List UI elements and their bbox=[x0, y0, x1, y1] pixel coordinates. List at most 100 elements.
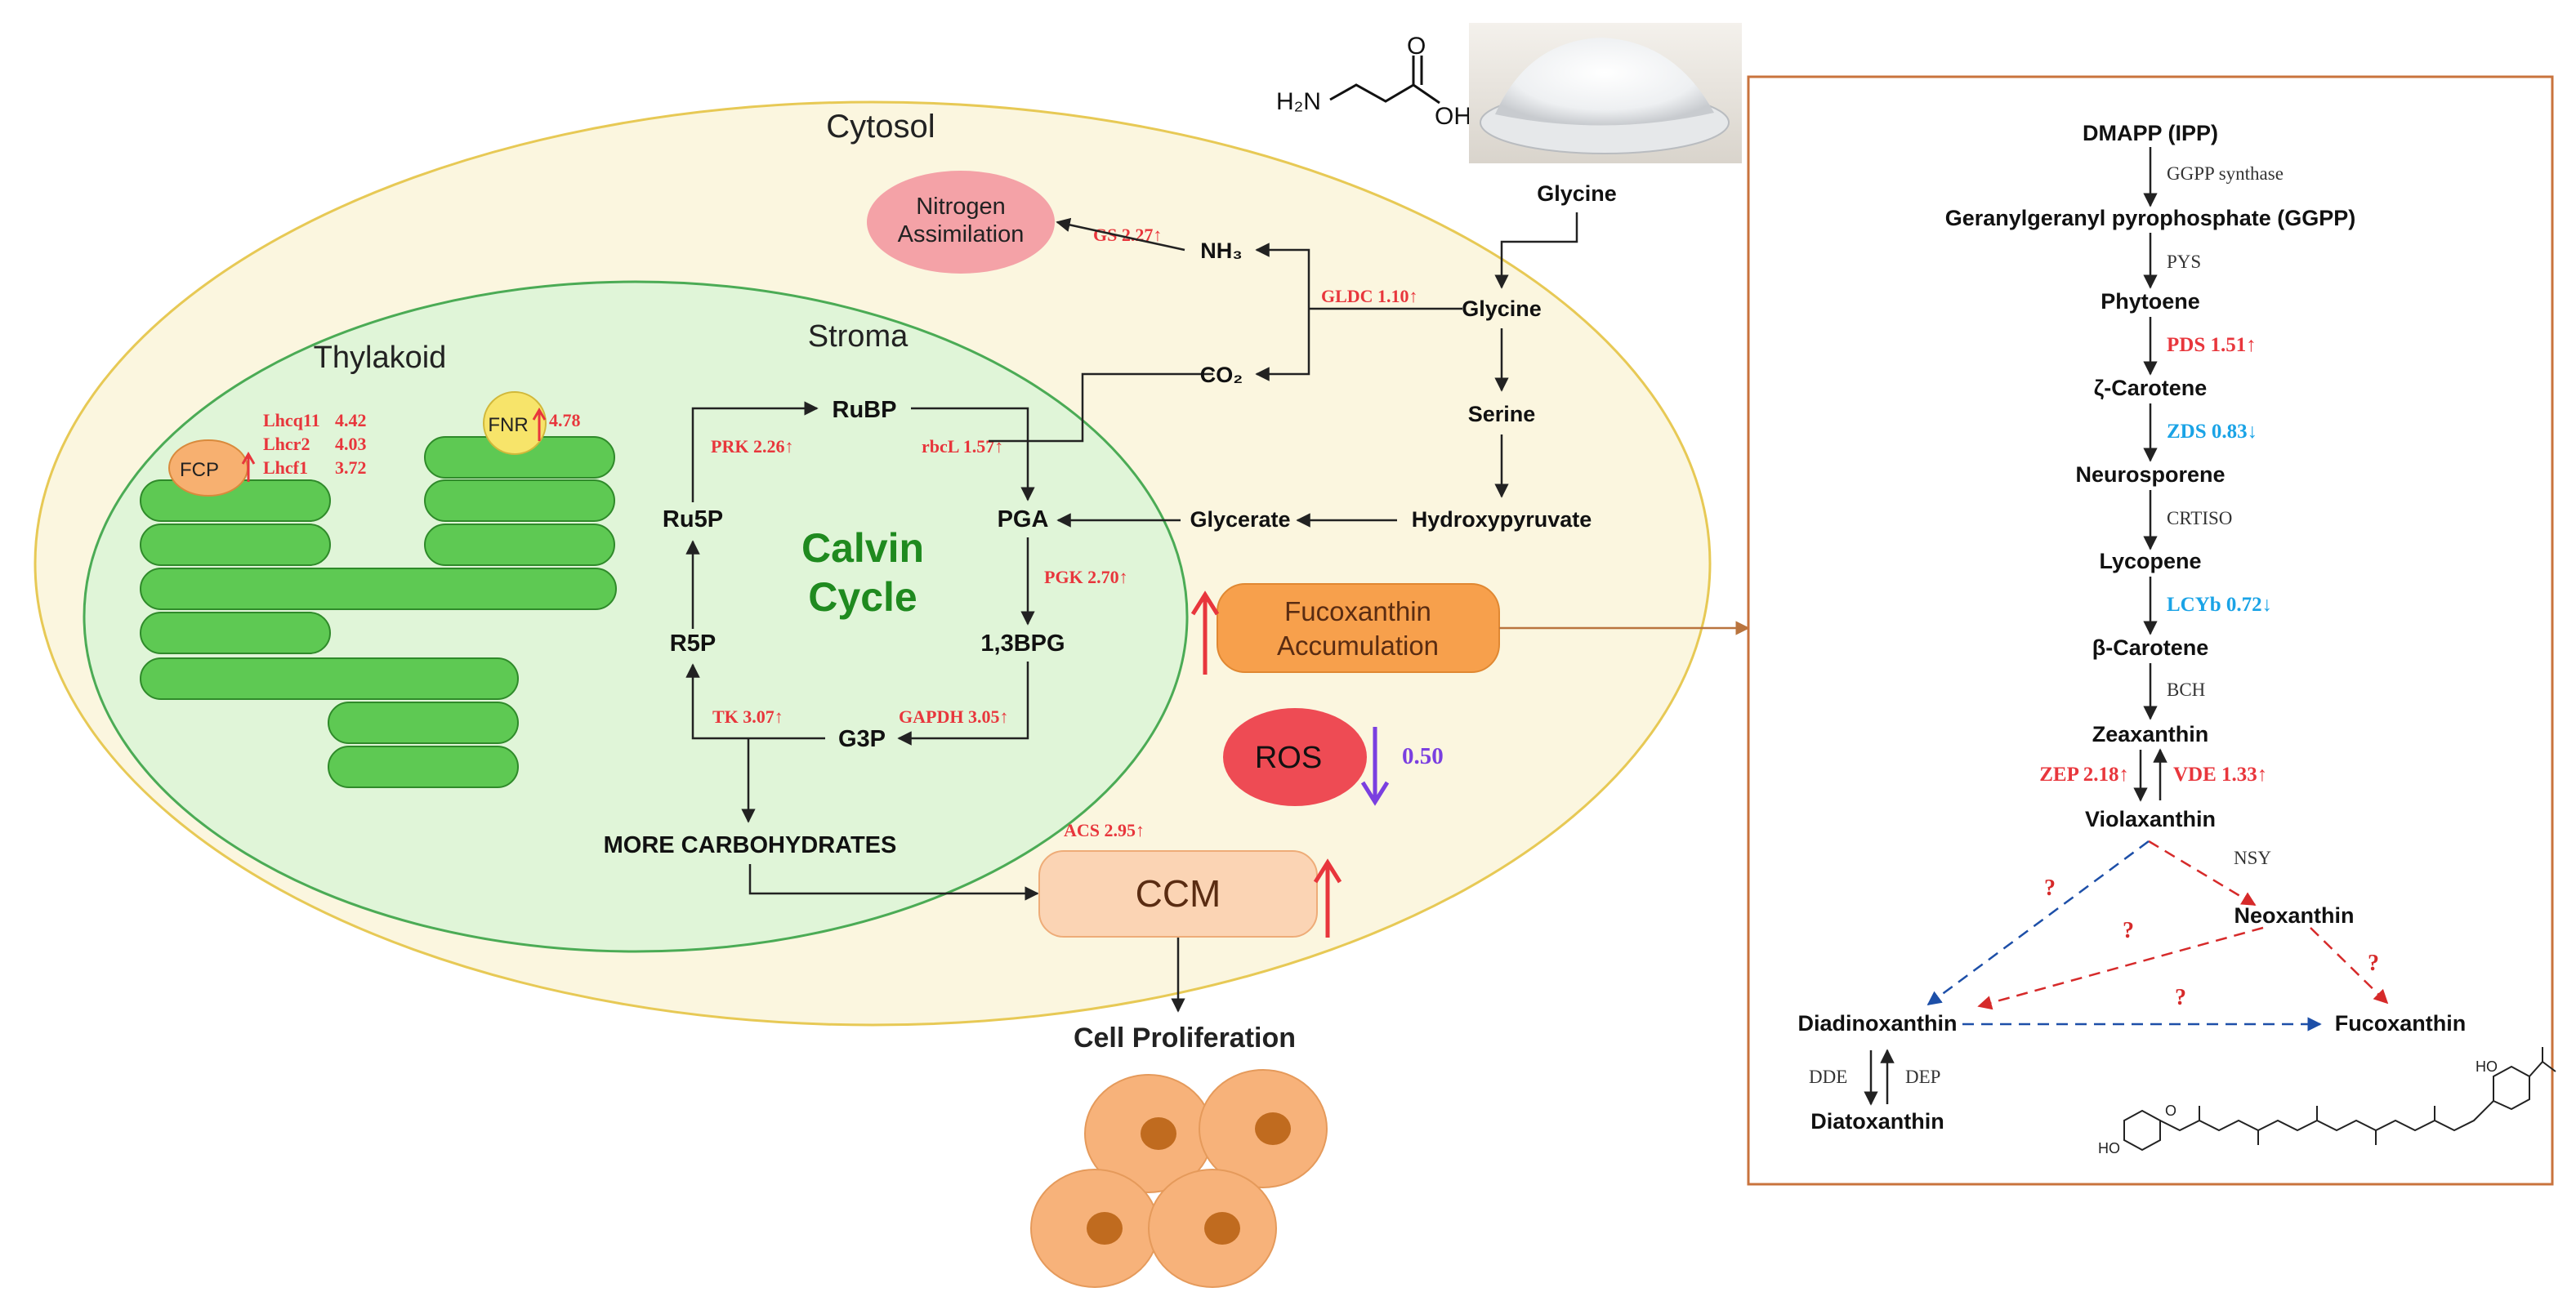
glycine-o: O bbox=[1407, 33, 1426, 60]
dmapp-label: DMAPP (IPP) bbox=[2083, 121, 2218, 145]
pgk-enzyme: PGK 2.70↑ bbox=[1044, 567, 1128, 587]
calvin-label-line1: Calvin bbox=[801, 525, 924, 571]
fnr-protein bbox=[483, 391, 547, 455]
rubp-label: RuBP bbox=[833, 397, 897, 423]
thylakoid-disc bbox=[328, 746, 519, 788]
thylakoid-stacks bbox=[140, 436, 617, 788]
glycerate-label: Glycerate bbox=[1190, 507, 1290, 532]
nsy-label: NSY bbox=[2234, 848, 2271, 868]
arrow-carbs-ccm bbox=[748, 864, 1039, 901]
lhcr2-value: 4.03 bbox=[335, 434, 367, 454]
nitrogen-line1: Nitrogen bbox=[916, 194, 1006, 220]
cell-proliferation-label: Cell Proliferation bbox=[1074, 1023, 1296, 1054]
vde-enzyme: VDE 1.33↑ bbox=[2173, 764, 2267, 786]
arrow-ru5p-rubp bbox=[691, 401, 819, 502]
fcp-up-arrow bbox=[241, 452, 256, 482]
thylakoid-disc bbox=[424, 479, 615, 522]
fnr-up-arrow bbox=[532, 408, 547, 441]
dividing-cells bbox=[1030, 1069, 1328, 1288]
glycine-arrows bbox=[1056, 212, 1578, 528]
thylakoid-disc bbox=[140, 657, 519, 700]
arrow-to-co2 bbox=[1255, 309, 1310, 381]
thylakoid-disc bbox=[140, 568, 617, 610]
arrow-nh3-nitrogen bbox=[1056, 217, 1185, 252]
rbcl-enzyme: rbcL 1.57↑ bbox=[922, 436, 1003, 457]
arrow-bpg-g3p bbox=[897, 662, 1029, 746]
dde-label: DDE bbox=[1809, 1067, 1847, 1087]
zds-enzyme: ZDS 0.83↓ bbox=[2167, 421, 2257, 443]
cell-nucleus bbox=[1204, 1212, 1240, 1245]
fnr-label: FNR bbox=[488, 414, 528, 436]
fuco-up-arrow bbox=[1190, 590, 1220, 675]
salt-pile bbox=[1495, 38, 1714, 126]
thylakoid-disc bbox=[140, 524, 331, 566]
unknown-step-mark: ? bbox=[2368, 951, 2379, 976]
violaxanthin-label: Violaxanthin bbox=[2085, 807, 2216, 831]
glycine-bonds bbox=[1329, 56, 1440, 105]
ccm-up-arrow bbox=[1313, 858, 1342, 938]
arrow-g3p-r5p bbox=[685, 663, 825, 740]
glycine-h2n: H₂N bbox=[1276, 88, 1321, 115]
gldc-enzyme: GLDC 1.10↑ bbox=[1321, 286, 1418, 306]
cytosol-label: Cytosol bbox=[826, 109, 935, 145]
structure-o: O bbox=[2165, 1103, 2176, 1119]
ros-label: ROS bbox=[1255, 741, 1322, 775]
acs-enzyme: ACS 2.95↑ bbox=[1064, 820, 1145, 840]
fucoxanthin-label: Fucoxanthin bbox=[2335, 1011, 2467, 1036]
arrow-rubp-pga bbox=[911, 407, 1035, 501]
bch-label: BCH bbox=[2167, 680, 2205, 700]
lhcq11-label: Lhcq11 bbox=[263, 410, 320, 430]
zep-enzyme: ZEP 2.18↑ bbox=[2039, 764, 2129, 786]
arrow-glycine-in bbox=[1494, 212, 1578, 289]
lhcq11-value: 4.42 bbox=[335, 410, 367, 430]
acetate-group bbox=[2529, 1047, 2556, 1077]
pathway-main-arrows bbox=[1864, 147, 2168, 1106]
ccm-box bbox=[1038, 850, 1318, 938]
ggpp-synthase-label: GGPP synthase bbox=[2167, 163, 2284, 184]
nitrogen-line2: Assimilation bbox=[898, 221, 1025, 247]
fucoxanthin-structure bbox=[2123, 1047, 2556, 1152]
calvin-arrows bbox=[685, 372, 1213, 901]
lhcr2-label: Lhcr2 bbox=[263, 434, 310, 454]
ros-node bbox=[1223, 708, 1367, 806]
bpg-label: 1,3BPG bbox=[980, 630, 1065, 657]
methyl-groups bbox=[2199, 1106, 2435, 1145]
stroma-label: Stroma bbox=[808, 319, 909, 354]
ros-down-arrow bbox=[1360, 727, 1390, 806]
arrow-co2-rubisco bbox=[989, 372, 1213, 443]
nitrogen-assimilation-node bbox=[867, 171, 1055, 274]
cell-nucleus bbox=[1087, 1212, 1123, 1245]
ru5p-label: Ru5P bbox=[663, 506, 723, 532]
fuco-line2: Accumulation bbox=[1277, 630, 1439, 661]
phytoene-label: Phytoene bbox=[2101, 289, 2200, 314]
thylakoid-label: Thylakoid bbox=[314, 341, 447, 375]
pys-label: PYS bbox=[2167, 252, 2201, 272]
fuco-line1: Fucoxanthin bbox=[1284, 596, 1431, 626]
left-ring bbox=[2123, 1109, 2161, 1152]
thylakoid-disc bbox=[424, 524, 615, 566]
pga-label: PGA bbox=[998, 506, 1049, 532]
arrow-viola-neoxanthin bbox=[2148, 840, 2257, 907]
g3p-label: G3P bbox=[838, 726, 886, 752]
lhcf1-label: Lhcf1 bbox=[263, 457, 308, 478]
zeta-carotene-label: ζ-Carotene bbox=[2094, 376, 2207, 400]
r5p-label: R5P bbox=[670, 630, 716, 657]
ggpp-label: Geranylgeranyl pyrophosphate (GGPP) bbox=[1945, 206, 2356, 230]
co2-label: CO₂ bbox=[1200, 363, 1243, 387]
unknown-step-mark: ? bbox=[2175, 985, 2186, 1010]
fnr-value: 4.78 bbox=[549, 410, 581, 430]
diadinoxanthin-label: Diadinoxanthin bbox=[1798, 1011, 1958, 1036]
arrow-to-nh3 bbox=[1255, 243, 1310, 309]
diatoxanthin-label: Diatoxanthin bbox=[1810, 1109, 1944, 1134]
arrow-viola-diadino bbox=[1926, 840, 2150, 1006]
glycine-oh: OH bbox=[1435, 103, 1471, 130]
ros-value: 0.50 bbox=[1402, 743, 1444, 769]
beta-carotene-label: β-Carotene bbox=[2092, 635, 2209, 660]
gapdh-enzyme: GAPDH 3.05↑ bbox=[899, 706, 1008, 727]
crtiso-label: CRTISO bbox=[2167, 508, 2232, 528]
more-carbohydrates-label: MORE CARBOHYDRATES bbox=[604, 832, 897, 858]
thylakoid-disc bbox=[140, 612, 331, 654]
structure-ho-right: HO bbox=[2476, 1058, 2498, 1075]
neoxanthin-label: Neoxanthin bbox=[2234, 903, 2354, 928]
zeaxanthin-label: Zeaxanthin bbox=[2092, 722, 2209, 746]
